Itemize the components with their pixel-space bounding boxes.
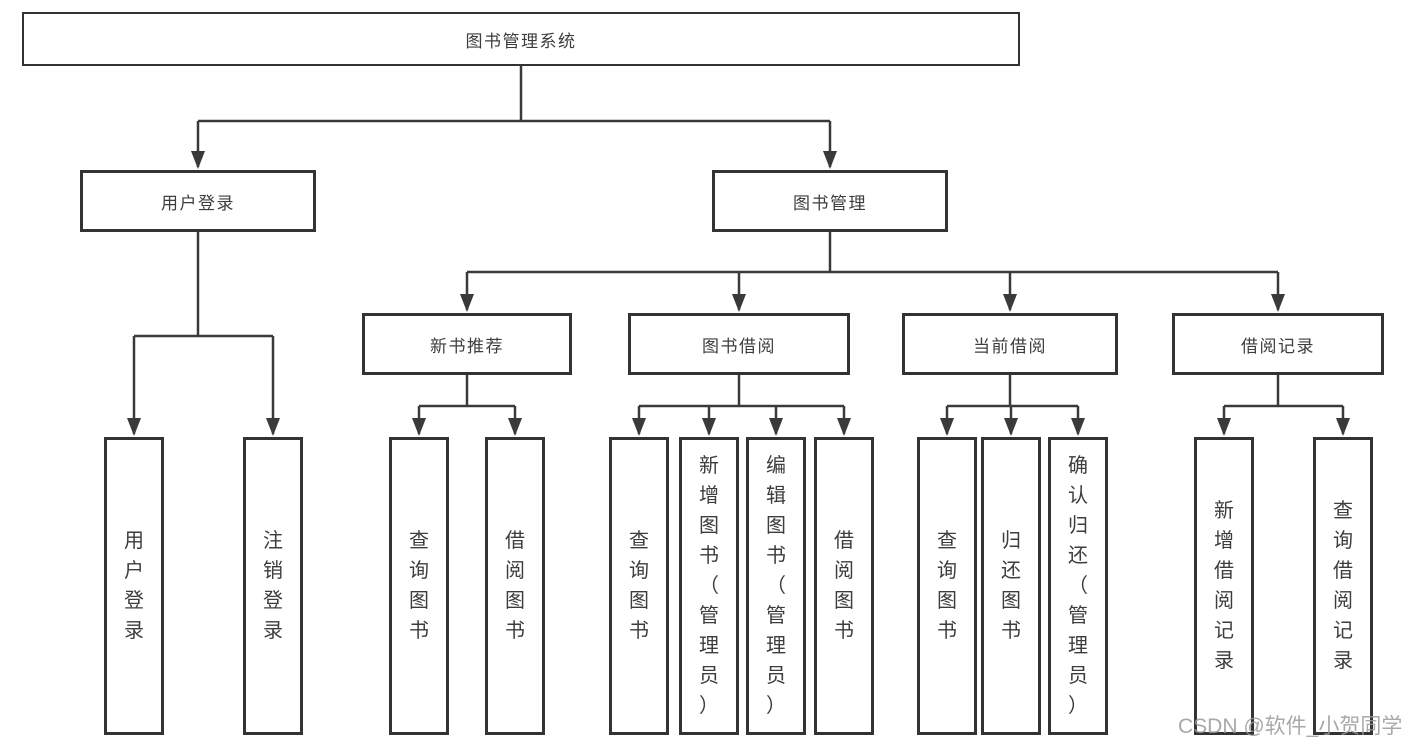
node-leaf-br-add: 新 增 借 阅 记 录: [1194, 437, 1254, 735]
node-leaf-logout: 注 销 登 录: [243, 437, 303, 735]
node-leaf-nbr-borrow-label: 借 阅 图 书: [505, 530, 525, 642]
node-new-book-rec: 新书推荐: [362, 313, 572, 375]
node-leaf-bb-borrow: 借 阅 图 书: [814, 437, 874, 735]
node-leaf-cb-query: 查 询 图 书: [917, 437, 977, 735]
node-leaf-br-query-label: 查 询 借 阅 记 录: [1333, 500, 1353, 672]
node-book-mgmt-label: 图书管理: [793, 193, 867, 213]
node-leaf-bb-add: 新 增 图 书 （ 管 理 员 ）: [679, 437, 739, 735]
connector-borrow-record-children: [1217, 375, 1350, 436]
connector-book-borrow-children: [632, 375, 851, 436]
node-leaf-nbr-borrow: 借 阅 图 书: [485, 437, 545, 735]
node-leaf-user-login-label: 用 户 登 录: [124, 530, 144, 642]
node-user-login-label: 用户登录: [161, 193, 235, 213]
node-leaf-user-login: 用 户 登 录: [104, 437, 164, 735]
node-leaf-nbr-query-label: 查 询 图 书: [409, 530, 429, 642]
connector-user-login-children: [127, 232, 280, 436]
node-current-borrow: 当前借阅: [902, 313, 1118, 375]
node-leaf-cb-query-label: 查 询 图 书: [937, 530, 957, 642]
node-leaf-bb-borrow-label: 借 阅 图 书: [834, 530, 854, 642]
node-book-mgmt: 图书管理: [712, 170, 948, 232]
node-leaf-cb-confirm: 确 认 归 还 （ 管 理 员 ）: [1048, 437, 1108, 735]
connector-new-book-rec-children: [412, 375, 522, 436]
node-user-login: 用户登录: [80, 170, 316, 232]
node-leaf-cb-return: 归 还 图 书: [981, 437, 1041, 735]
node-new-book-rec-label: 新书推荐: [430, 336, 504, 356]
csdn-watermark: CSDN @软件_小贺同学: [1178, 715, 1403, 738]
node-leaf-br-add-label: 新 增 借 阅 记 录: [1214, 500, 1234, 672]
node-book-borrow-label: 图书借阅: [702, 336, 776, 356]
node-leaf-cb-confirm-label: 确 认 归 还 （ 管 理 员 ）: [1068, 455, 1088, 717]
node-leaf-bb-edit: 编 辑 图 书 （ 管 理 员 ）: [746, 437, 806, 735]
node-leaf-bb-edit-label: 编 辑 图 书 （ 管 理 员 ）: [766, 455, 786, 717]
node-borrow-record: 借阅记录: [1172, 313, 1384, 375]
connector-book-mgmt-children: [460, 232, 1285, 312]
node-current-borrow-label: 当前借阅: [973, 336, 1047, 356]
node-leaf-br-query: 查 询 借 阅 记 录: [1313, 437, 1373, 735]
node-leaf-cb-return-label: 归 还 图 书: [1001, 530, 1021, 642]
node-leaf-bb-add-label: 新 增 图 书 （ 管 理 员 ）: [699, 455, 719, 717]
node-leaf-logout-label: 注 销 登 录: [263, 530, 283, 642]
connector-root-to-level2: [191, 66, 837, 169]
connector-current-borrow-children: [940, 375, 1085, 436]
node-leaf-bb-query-label: 查 询 图 书: [629, 530, 649, 642]
node-book-borrow: 图书借阅: [628, 313, 850, 375]
node-leaf-bb-query: 查 询 图 书: [609, 437, 669, 735]
node-leaf-nbr-query: 查 询 图 书: [389, 437, 449, 735]
node-root-label: 图书管理系统: [465, 31, 577, 51]
node-borrow-record-label: 借阅记录: [1241, 336, 1315, 356]
node-root: 图书管理系统: [22, 12, 1020, 66]
